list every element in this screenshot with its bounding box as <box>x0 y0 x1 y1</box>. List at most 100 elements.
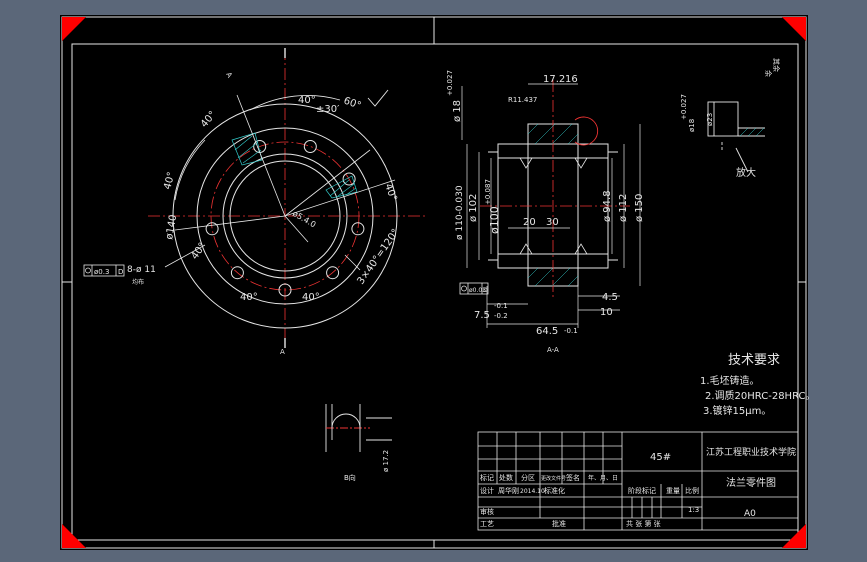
bolt-hole-3 <box>351 222 365 236</box>
leader-hole-callout <box>164 244 206 268</box>
sheet-background <box>60 15 808 550</box>
corner-marker-br <box>782 524 806 548</box>
front-gdt-frame: ø0.3 D <box>83 264 125 277</box>
tb-material: 45# <box>650 452 671 463</box>
dim-radius: R11.437 <box>508 96 537 104</box>
bolt-hole-6 <box>230 266 244 280</box>
radial-line-e <box>284 215 309 243</box>
tb-stage-mark: 阶段标记 <box>628 486 656 495</box>
title-block <box>477 431 799 531</box>
detail-top-right <box>707 101 765 173</box>
tb-sheets: 共 张 第 张 <box>626 519 661 528</box>
tb-drawing-no: A0 <box>744 509 756 519</box>
bolt-hole-1 <box>303 140 317 153</box>
detail-dim-c: +0.027 <box>680 94 688 120</box>
tb-school: 江苏工程职业技术学院 <box>706 446 796 458</box>
tb-scale-label: 比例 <box>685 486 699 495</box>
corner-marker-bl <box>62 524 86 548</box>
tb-weight: 重量 <box>666 487 680 495</box>
dim-top-tol: 16 <box>565 74 578 85</box>
dim-d94: ø 94.8 <box>602 190 613 222</box>
front-angle-40-bottom-left: 40° <box>240 292 258 303</box>
tech-item-1: 1.毛坯铸造。 <box>700 374 760 387</box>
tb-approve: 批准 <box>552 519 566 528</box>
radial-line-a <box>236 94 286 217</box>
tb-row-label-4: 签名 <box>566 473 580 482</box>
section-view <box>461 80 641 328</box>
bore-inner-circle <box>229 160 341 272</box>
tb-date: 2014.10 <box>520 488 545 495</box>
boss-circle <box>196 127 374 305</box>
dim-d18-tol: +0.027 <box>446 70 454 96</box>
roughness-label-b: 余 <box>764 70 773 77</box>
tech-item-2: 2.调质20HRC-28HRC。 <box>705 390 816 402</box>
roughness-symbol-front <box>367 89 389 107</box>
front-holes-callout: 8-ø 11 <box>127 265 156 275</box>
bolt-hole-2 <box>342 172 356 186</box>
section-gdt-frame: ø0.03 D <box>459 282 489 295</box>
hatch-lines <box>234 135 357 197</box>
angle-arc-top <box>249 95 341 111</box>
dim-d112: ø 112 <box>618 194 629 222</box>
dim-d110: ø 110-0.030 <box>455 185 465 240</box>
section-gdt-tol: ø0.03 <box>469 287 486 294</box>
section-hatch <box>527 123 579 287</box>
front-angle-40-top: 40° <box>298 95 316 106</box>
section-gdt-ref: D <box>483 287 488 294</box>
hatch-area-left <box>231 132 263 166</box>
bolt-hole-5 <box>278 283 292 297</box>
front-angle-40-mid-left: 40° <box>162 171 177 191</box>
bolt-hole-4 <box>326 266 340 280</box>
corner-marker-tl <box>62 17 86 41</box>
roughness-label-a: 其余 <box>772 58 781 72</box>
front-gdt-tol: ø0.3 <box>94 268 109 276</box>
radial-line-d <box>174 215 286 231</box>
dim-len45: 4.5 <box>602 292 618 303</box>
detail-b-label: B向 <box>344 473 356 482</box>
dim-top-width: 17.2 <box>543 74 565 85</box>
tb-review: 审核 <box>480 507 494 516</box>
pitch-circle <box>210 141 360 291</box>
outer-flange-circle <box>172 103 398 329</box>
front-section-a-bottom: A <box>280 348 285 356</box>
angle-arc-left <box>174 139 206 201</box>
bolt-holes <box>205 140 365 297</box>
tb-design: 设计 <box>480 486 494 495</box>
tb-row-label-1: 处数 <box>499 473 513 482</box>
front-angle-40-bottom-right: 40° <box>302 292 320 303</box>
hatch-area-right <box>325 175 358 199</box>
detail-b-dim: ø 17.2 <box>382 450 390 472</box>
tb-part-name: 法兰零件图 <box>726 476 776 489</box>
dim-len645: 64.5 <box>536 326 558 337</box>
inner-frame <box>71 43 799 541</box>
front-holes-note: 均布 <box>132 278 144 286</box>
corner-marker-tr <box>782 17 806 41</box>
dim-w20: 20 <box>523 217 536 228</box>
radial-line-b <box>284 149 371 217</box>
tb-row-label-5: 年、月、日 <box>588 474 618 482</box>
dim-d18: ø 18 <box>452 100 463 122</box>
tb-row-label-2: 分区 <box>521 473 535 482</box>
tb-scale: 1:3 <box>688 506 699 514</box>
dim-d102: ø 102 <box>468 194 479 222</box>
tb-standard: 标准化 <box>544 486 565 495</box>
dim-len645-tol: -0.1 <box>564 327 578 335</box>
radial-line-c <box>284 179 396 217</box>
tb-row-label-3: 更改文件号 <box>541 475 566 482</box>
dim-w30: 30 <box>546 217 559 228</box>
tech-title: 技术要求 <box>728 353 780 368</box>
detail-circle-mark <box>574 116 599 146</box>
front-gdt-ref: D <box>118 268 123 276</box>
front-pitch-circle: ø140 <box>164 214 179 241</box>
dim-d150: ø 150 <box>634 194 645 222</box>
front-angle-tol: ±30′ <box>316 104 340 115</box>
detail-top-right-hatch <box>739 127 765 137</box>
detail-dim-a: ø18 <box>688 119 696 132</box>
dim-d100-tol: +0.087 <box>484 179 492 205</box>
dim-len75: 7.5 <box>474 310 490 321</box>
tb-row-label-0: 标记 <box>480 473 494 482</box>
bore-outer-circle <box>222 153 348 279</box>
tb-designer: 周华刚 <box>498 486 519 495</box>
leader-pattern <box>344 254 361 271</box>
